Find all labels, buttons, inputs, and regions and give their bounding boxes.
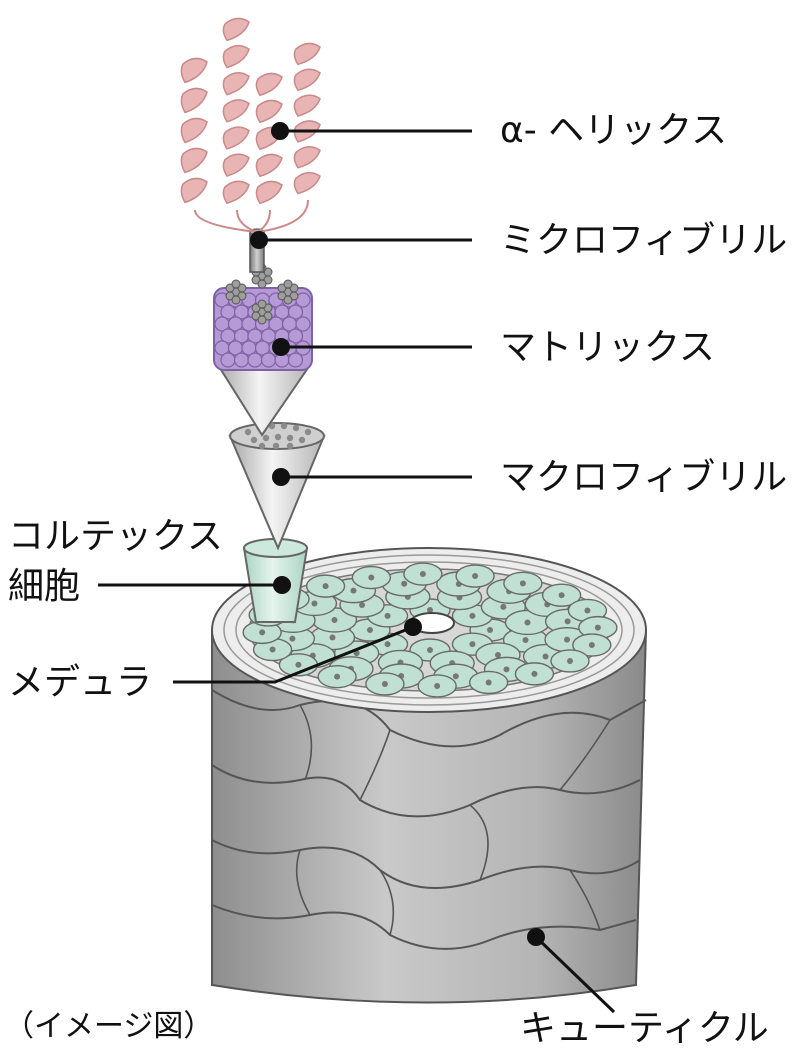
cortex-cell — [455, 564, 495, 588]
leader-lines — [98, 122, 616, 1014]
dot-medulla — [404, 618, 422, 636]
cortex-cell — [541, 583, 582, 607]
dot-microfibril — [250, 231, 268, 249]
label-microfibril: ミクロフィブリル — [500, 220, 787, 261]
cuticle-cylinder — [211, 629, 648, 1004]
matrix-block — [213, 263, 313, 371]
alpha-helices — [180, 17, 321, 233]
label-cortex-line1: コルテックス — [8, 516, 223, 557]
leader-medulla — [173, 625, 414, 684]
microfibril-bundle — [251, 299, 273, 325]
cortex-cell — [317, 664, 357, 689]
cortex-cell — [417, 674, 457, 698]
leader-cuticle — [534, 935, 616, 1014]
microfibril-bundle — [225, 279, 247, 305]
dot-macrofibril — [272, 468, 290, 486]
alpha-helix-strand — [222, 17, 258, 233]
cortex-cell — [572, 633, 612, 657]
dot-alpha-helix — [271, 122, 289, 140]
labels: α- ヘリックス ミクロフィブリル マトリックス マクロフィブリル コルテックス… — [4, 110, 787, 1049]
label-matrix: マトリックス — [500, 327, 715, 368]
macrofibril-cone — [228, 422, 326, 551]
label-alpha-helix: α- ヘリックス — [500, 110, 727, 151]
label-macrofibril: マクロフィブリル — [500, 457, 787, 498]
cortex-cell — [550, 649, 590, 673]
alpha-helix-strand — [255, 72, 283, 233]
label-medulla: メデュラ — [8, 662, 152, 703]
cortex-cell — [514, 662, 555, 686]
cortex-cell — [468, 670, 509, 695]
cortex-cell — [242, 620, 282, 645]
label-cuticle: キューティクル — [520, 1008, 769, 1049]
label-cortex-line2: 細胞 — [8, 566, 80, 607]
macrofibril-pores — [244, 422, 312, 450]
dot-cortex-cell — [273, 576, 291, 594]
microfibril-bundles — [225, 263, 299, 325]
cortex-cell — [351, 565, 392, 590]
dot-cuticle — [527, 928, 545, 946]
alpha-helix-strand — [180, 57, 258, 233]
alpha-helix-strand — [256, 42, 321, 233]
cortex-cell — [365, 672, 405, 696]
cortex-cell — [305, 574, 346, 598]
cortex-cell-cone — [242, 538, 309, 623]
cortex-cell — [403, 562, 443, 586]
cortex-cell — [503, 571, 543, 596]
dot-matrix — [272, 338, 290, 356]
microfibril-bundle — [277, 279, 299, 305]
label-note: （イメージ図） — [4, 1009, 213, 1044]
